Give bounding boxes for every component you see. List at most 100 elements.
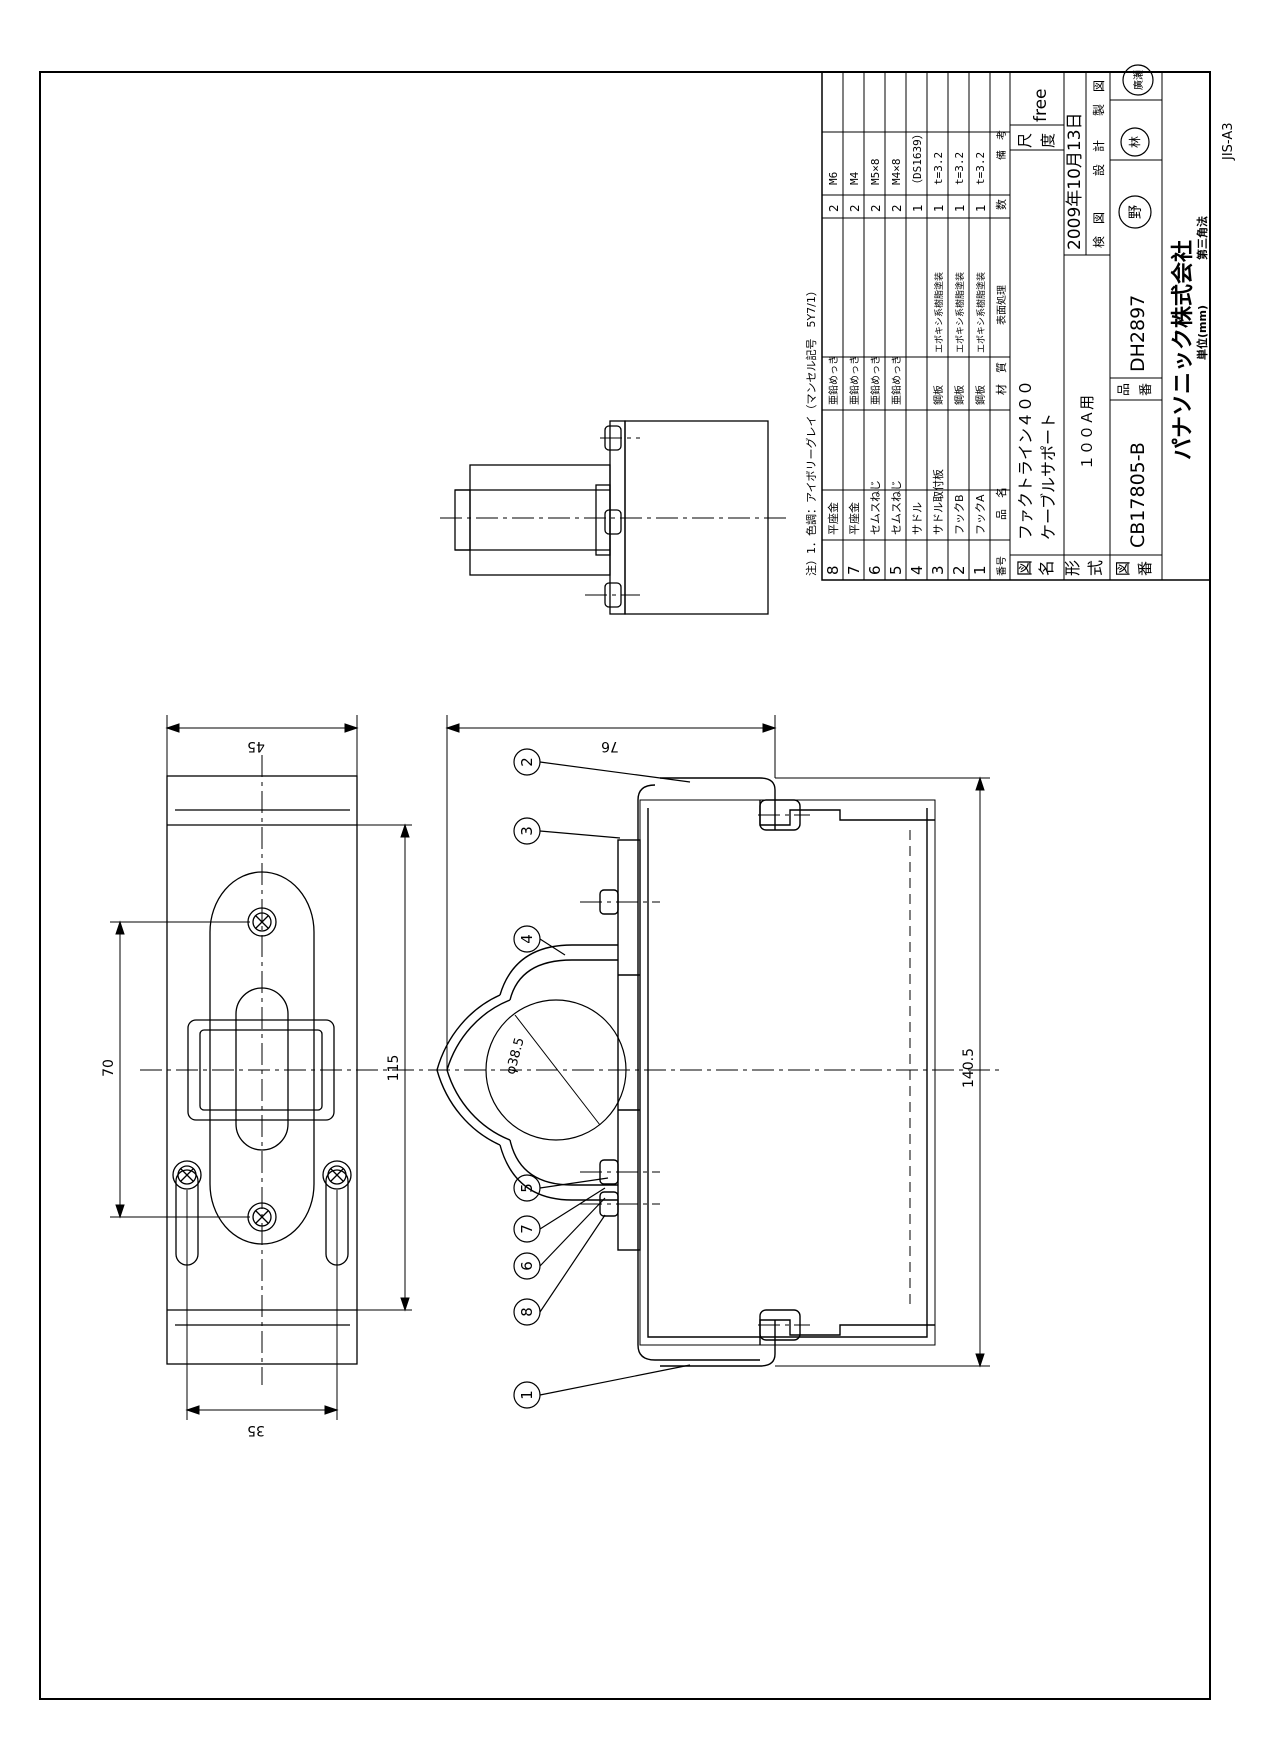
- row-remarks: M4×8: [890, 159, 903, 186]
- row-material: 鋼板: [953, 385, 966, 405]
- row-no: 8: [824, 565, 842, 575]
- scale-label-2: 度: [1039, 133, 1057, 148]
- row-remarks: t=3.2: [932, 152, 945, 185]
- stamp-check: 野: [1118, 195, 1152, 229]
- dim-depth: 76: [601, 738, 619, 754]
- balloon-1: 1: [518, 1390, 536, 1400]
- header-remarks: 備 考: [995, 130, 1008, 160]
- balloon-7: 7: [518, 1224, 536, 1234]
- row-no: 1: [971, 565, 989, 575]
- row-name: セムスねじ: [890, 480, 903, 535]
- stamp-drafting: 廣瀬: [1122, 64, 1154, 96]
- dimensions-top-view: [110, 715, 412, 1420]
- dim-pipe-dia: φ38.5: [504, 1036, 528, 1076]
- standard-label: JIS-A3: [1221, 123, 1236, 162]
- row-qty: 2: [890, 204, 904, 212]
- row-treatment: エポキシ系樹脂塗装: [954, 272, 966, 353]
- row-treatment: 亜鉛めっき: [890, 355, 903, 405]
- row-name: サドル取付板: [931, 469, 945, 535]
- title-block: 図 名 ファクトライン４００ ケーブルサポート 尺 度 free 形 式 １００…: [1015, 64, 1236, 576]
- row-material: 鋼板: [932, 385, 945, 405]
- projection-label: 第三角法: [1195, 216, 1209, 260]
- drawing-name-label-1: 図: [1015, 560, 1034, 576]
- row-remarks: t=3.2: [974, 152, 987, 185]
- parts-table: [821, 71, 1211, 581]
- row-treatment: 亜鉛めっき: [827, 355, 840, 405]
- row-qty: 2: [848, 204, 862, 212]
- model-label-2: 式: [1086, 560, 1105, 576]
- row-name: セムスねじ: [869, 480, 882, 535]
- row-qty: 2: [827, 204, 841, 212]
- model-value: １００Ａ用: [1078, 395, 1096, 470]
- fig-no-label-2: 番: [1136, 561, 1154, 576]
- row-no: 2: [950, 565, 968, 575]
- drawing-name-2: ケーブルサポート: [1039, 413, 1058, 540]
- check-label: 検 図: [1092, 212, 1106, 248]
- scale-label-1: 尺: [1016, 133, 1034, 148]
- dim-hole-pitch: 70: [101, 1059, 117, 1077]
- stamp-design: 林: [1120, 127, 1150, 157]
- row-treatment: エポキシ系樹脂塗装: [933, 272, 945, 353]
- dim-width-top: 45: [247, 738, 265, 754]
- balloon-5: 5: [518, 1183, 536, 1193]
- row-no: 3: [929, 565, 947, 575]
- dim-plate-length: 115: [386, 1055, 402, 1082]
- header-material: 材 質: [994, 362, 1008, 395]
- dim-height: 140.5: [961, 1048, 977, 1088]
- row-treatment: エポキシ系樹脂塗装: [975, 272, 987, 353]
- row-name: フックA: [974, 494, 987, 535]
- svg-text:野: 野: [1128, 205, 1144, 219]
- part-no-label-1: 品: [1117, 383, 1132, 396]
- balloon-6: 6: [518, 1261, 536, 1271]
- header-name: 品 名: [994, 487, 1008, 520]
- unit-label: 単位(mm): [1195, 305, 1209, 360]
- dim-width-bottom: 35: [247, 1422, 265, 1438]
- row-remarks: （DS1639）: [911, 128, 924, 190]
- scale-value: free: [1031, 88, 1051, 122]
- design-label: 設 計: [1091, 140, 1106, 176]
- side-view: [440, 420, 790, 615]
- fig-no-label-1: 図: [1114, 561, 1132, 576]
- row-qty: 1: [932, 204, 946, 212]
- header-qty: 数: [995, 199, 1008, 210]
- fig-no: CB17805-B: [1127, 442, 1149, 548]
- row-qty: 1: [974, 204, 988, 212]
- svg-text:林: 林: [1128, 136, 1142, 148]
- row-treatment: 亜鉛めっき: [848, 355, 861, 405]
- company-name: パナソニック株式会社: [1170, 240, 1196, 460]
- balloon-8: 8: [518, 1307, 536, 1317]
- row-name: 平座金: [847, 502, 861, 535]
- svg-text:廣瀬: 廣瀬: [1132, 70, 1145, 90]
- header-no: 番号: [996, 556, 1008, 576]
- header-treatment: 表面処理: [995, 285, 1008, 325]
- row-name: フックB: [953, 494, 966, 535]
- row-no: 7: [845, 565, 863, 575]
- part-no-label-2: 番: [1139, 383, 1154, 396]
- row-name: サドル: [911, 502, 924, 535]
- drawing-name-label-2: 名: [1037, 560, 1056, 576]
- part-no: DH2897: [1127, 295, 1149, 372]
- parts-table-text: 注）1．色調：アイボリーグレイ（マンセル記号 5Y7/1） 8 平座金 亜鉛めっ…: [804, 128, 1008, 576]
- front-view: [436, 777, 936, 1367]
- row-remarks: t=3.2: [953, 152, 966, 185]
- drawing-frame: [39, 71, 1211, 1700]
- balloons: [513, 748, 691, 1409]
- model-label-1: 形: [1063, 560, 1082, 576]
- row-no: 4: [908, 565, 926, 575]
- row-remarks: M4: [848, 171, 861, 185]
- row-name: 平座金: [826, 502, 840, 535]
- top-view: [140, 755, 1000, 1385]
- row-qty: 1: [911, 204, 925, 212]
- date: 2009年10月13日: [1065, 112, 1085, 250]
- balloon-2: 2: [518, 757, 536, 767]
- drawing-name-1: ファクトライン４００: [1016, 380, 1035, 540]
- dimensions-front-view: [445, 715, 990, 1368]
- row-qty: 2: [869, 204, 883, 212]
- row-remarks: M6: [827, 172, 840, 185]
- row-no: 6: [866, 565, 884, 575]
- row-material: 鋼板: [974, 385, 987, 405]
- balloon-4: 4: [518, 934, 536, 944]
- row-treatment: 亜鉛めっき: [869, 355, 882, 405]
- balloon-3: 3: [518, 826, 536, 836]
